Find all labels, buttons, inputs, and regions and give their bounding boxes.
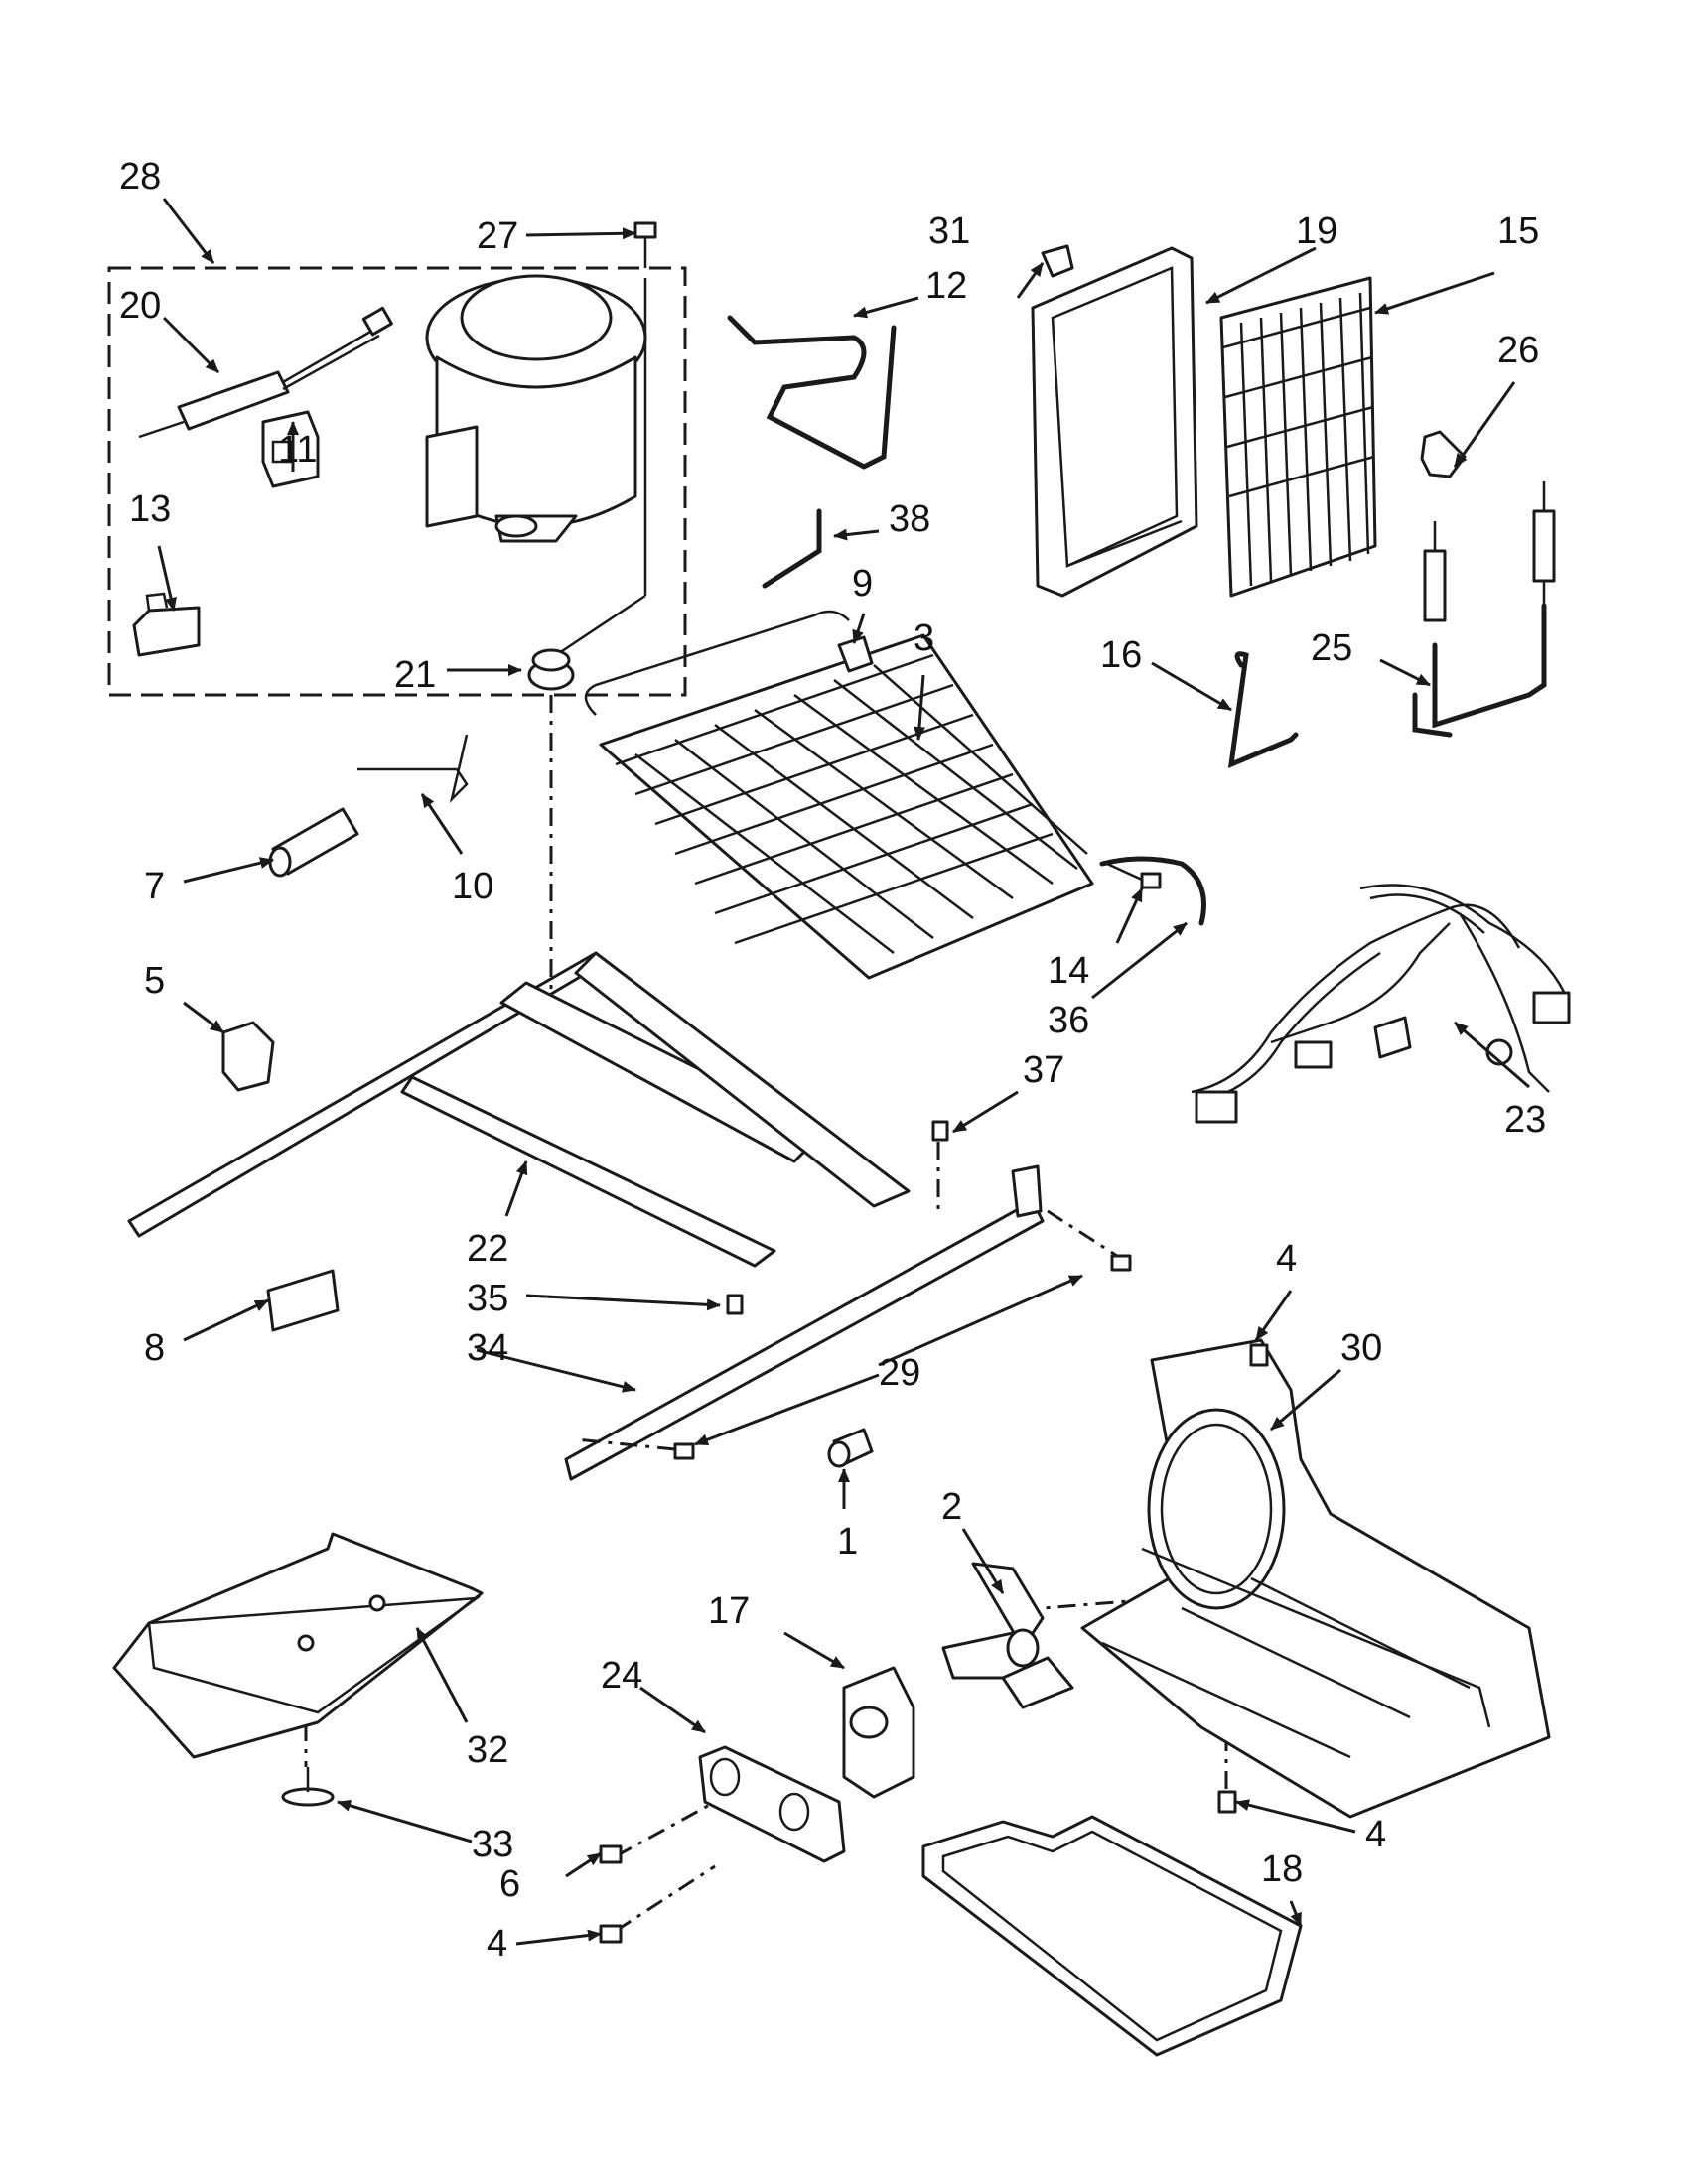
callout-6: 6 [499, 1863, 520, 1905]
callout-5: 5 [144, 960, 165, 1002]
mounting-frame-icon [127, 951, 911, 1268]
callout-20: 20 [119, 285, 161, 327]
tube-icon [762, 508, 822, 589]
compressor-icon [425, 274, 647, 543]
compressor-kit-box [107, 266, 687, 697]
tubing-icon [727, 315, 897, 470]
callout-28: 28 [119, 156, 161, 198]
callout-7: 7 [144, 866, 165, 907]
callout-24: 24 [601, 1655, 642, 1697]
callout-2: 2 [941, 1486, 962, 1528]
callout-37: 37 [1023, 1049, 1064, 1091]
callout-13: 13 [129, 488, 171, 530]
callout-14: 14 [1048, 950, 1089, 992]
leader-4c [515, 1929, 602, 1946]
screw-icon [1106, 862, 1162, 889]
pad-icon [266, 1269, 340, 1332]
callout-25: 25 [1311, 627, 1352, 669]
callout-1: 1 [837, 1521, 858, 1563]
callout-29: 29 [879, 1352, 920, 1394]
callout-11: 11 [278, 429, 317, 471]
callout-12: 12 [925, 265, 967, 307]
wire-icon [357, 734, 469, 803]
callout-19: 19 [1296, 210, 1337, 252]
callout-34: 34 [467, 1327, 508, 1369]
screw-icon [633, 221, 657, 268]
callout-23: 23 [1504, 1099, 1546, 1141]
screw-icon [1217, 1790, 1237, 1814]
fan-blade-icon [941, 1562, 1074, 1709]
callout-9: 9 [852, 563, 873, 605]
relay-icon [261, 410, 320, 488]
screw-icon [1249, 1343, 1269, 1367]
condenser-shroud-icon [1031, 246, 1198, 598]
wire-harness-icon [1191, 884, 1571, 1124]
evaporator-coil-icon [584, 610, 1094, 980]
callout-4b: 4 [1365, 1814, 1386, 1855]
screw-icon [599, 1844, 623, 1864]
callout-22: 22 [467, 1228, 508, 1270]
screw-icon [673, 1442, 695, 1460]
clip-icon [1041, 244, 1074, 278]
shelf-icon [112, 1532, 484, 1759]
heater-wire-icon [1099, 856, 1206, 926]
fan-motor-icon [842, 1666, 915, 1799]
bushing-icon [827, 1428, 874, 1468]
leader-4b [1235, 1799, 1356, 1834]
clip-icon [221, 1021, 275, 1092]
callout-10: 10 [452, 866, 493, 907]
leveler-foot-icon [281, 1767, 335, 1807]
screw-icon [726, 1294, 744, 1315]
callout-3: 3 [914, 617, 934, 659]
screw-icon [599, 1924, 623, 1944]
callout-18: 18 [1261, 1848, 1303, 1890]
drain-pan-icon [921, 1815, 1303, 2057]
callout-38: 38 [889, 498, 930, 540]
callout-31: 31 [928, 210, 970, 252]
tubing-drier-icon [1412, 481, 1556, 738]
callout-8: 8 [144, 1327, 165, 1369]
callout-36: 36 [1048, 1000, 1089, 1041]
callout-15: 15 [1497, 210, 1539, 252]
grommet-icon [527, 648, 575, 691]
condenser-coil-icon [1219, 276, 1377, 598]
callout-4a: 4 [1276, 1238, 1297, 1280]
callout-26: 26 [1497, 330, 1539, 371]
callout-4c: 4 [487, 1923, 507, 1965]
callout-16: 16 [1100, 634, 1142, 676]
callout-30: 30 [1340, 1327, 1382, 1369]
callout-35: 35 [467, 1278, 508, 1319]
rail-icon [564, 1164, 1045, 1481]
motor-bracket-icon [698, 1745, 846, 1863]
screw-icon [1110, 1254, 1132, 1272]
leader-lines [157, 198, 1530, 1927]
hanger-icon [1227, 651, 1299, 768]
filter-drier-icon [138, 306, 393, 439]
overload-icon [132, 592, 201, 657]
screw-icon [931, 1120, 949, 1142]
callout-27: 27 [477, 215, 518, 257]
fan-housing-icon [1080, 1338, 1551, 1819]
tube-icon [268, 807, 359, 878]
callout-33: 33 [472, 1824, 513, 1865]
bracket-icon [1420, 430, 1467, 478]
callout-21: 21 [394, 654, 436, 696]
callout-17: 17 [708, 1590, 750, 1632]
callout-32: 32 [467, 1729, 508, 1771]
